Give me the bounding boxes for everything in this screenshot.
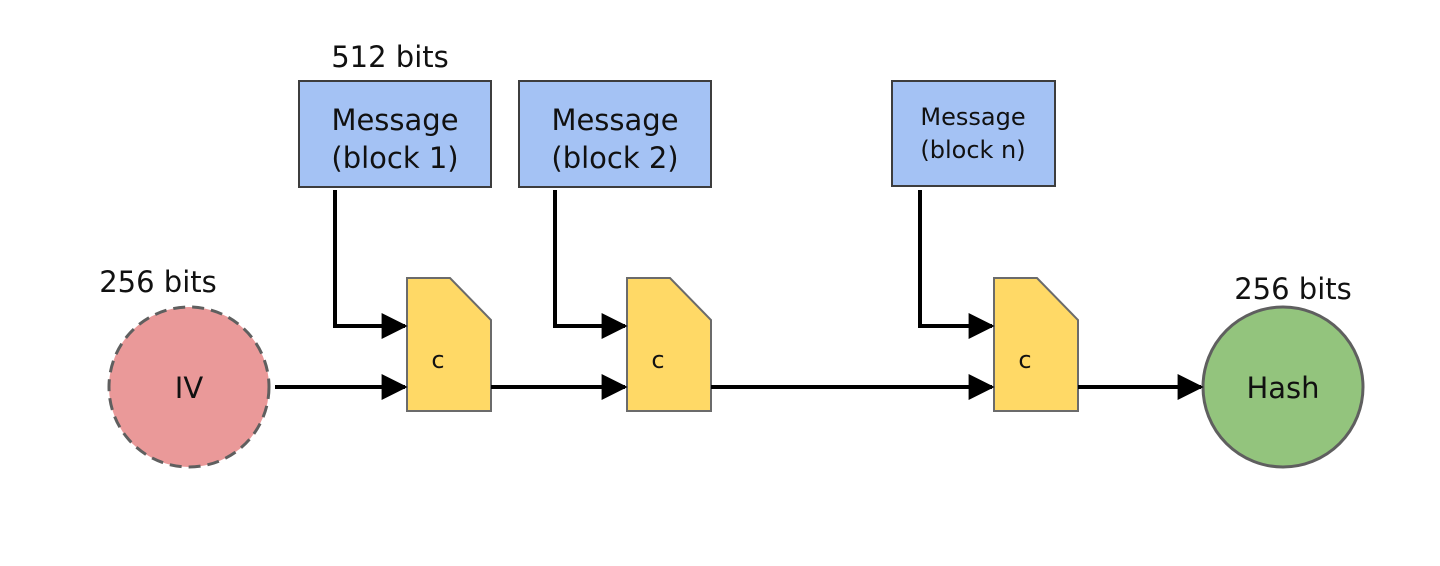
compressor-1: c	[406, 277, 492, 412]
message-block-1-line1: Message	[331, 103, 458, 137]
message-block-n-line2: (block n)	[920, 136, 1025, 164]
message-bits-label: 512 bits	[331, 40, 449, 74]
message-block-1: Message (block 1)	[298, 80, 492, 188]
message-n-to-compressor-arrow	[918, 190, 995, 339]
iv-circle: IV	[107, 305, 271, 469]
message-1-to-compressor-arrow	[333, 190, 408, 339]
iv-label: IV	[175, 371, 204, 405]
compressor-2-label: c	[651, 346, 664, 374]
message-block-2: Message (block 2)	[518, 80, 712, 188]
message-block-1-line2: (block 1)	[331, 141, 458, 175]
message-block-2-line2: (block 2)	[551, 141, 678, 175]
compressor-n: c	[993, 277, 1079, 412]
iv-bits-label: 256 bits	[99, 265, 217, 299]
hash-bits-label: 256 bits	[1234, 272, 1352, 306]
message-block-2-line1: Message	[551, 103, 678, 137]
hash-label: Hash	[1246, 371, 1319, 405]
message-block-n-line1: Message	[920, 103, 1025, 131]
message-block-n: Message (block n)	[891, 80, 1056, 187]
compressor-2: c	[626, 277, 712, 412]
hash-circle: Hash	[1201, 305, 1365, 469]
compressor-n-label: c	[1018, 346, 1031, 374]
compressor-1-label: c	[431, 346, 444, 374]
message-2-to-compressor-arrow	[553, 190, 628, 339]
